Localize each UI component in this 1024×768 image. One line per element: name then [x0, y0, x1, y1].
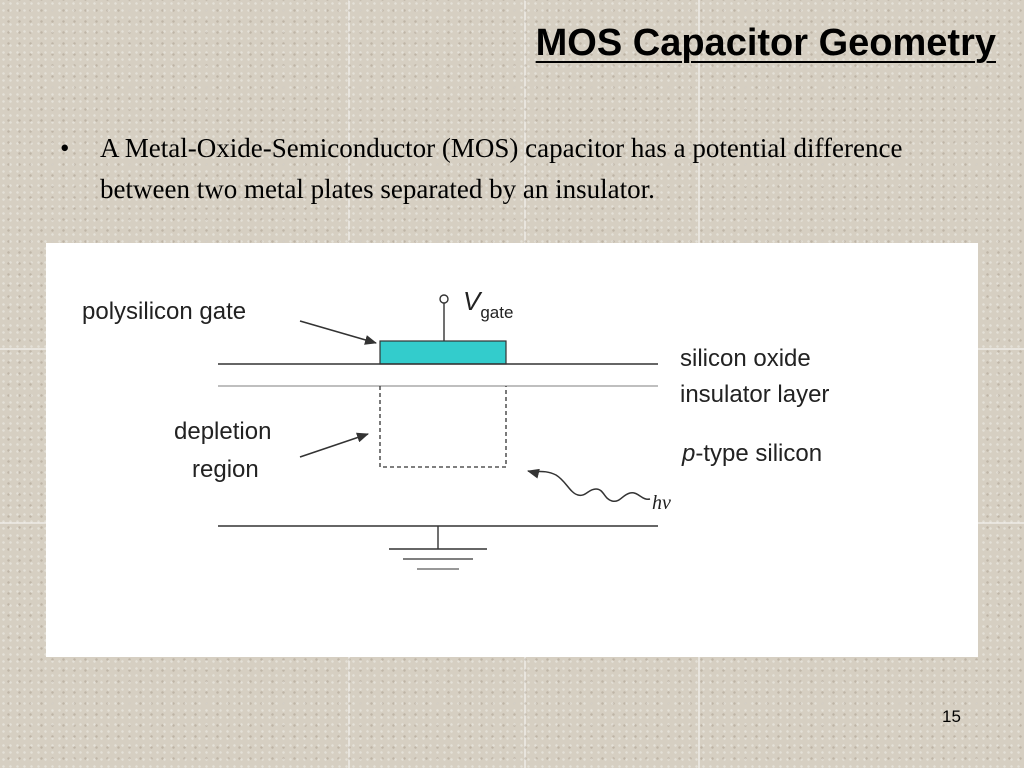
photon-arrow: [527, 468, 651, 503]
silicon-label: p-type silicon: [681, 440, 822, 467]
bullet-text: A Metal-Oxide-Semiconductor (MOS) capaci…: [100, 133, 903, 204]
oxide-label-line2: insulator layer: [680, 381, 829, 408]
slide-title: MOS Capacitor Geometry: [535, 22, 996, 64]
gate-arrow: [299, 320, 377, 345]
oxide-label-line1: silicon oxide: [680, 345, 811, 372]
mos-diagram-panel: polysilicon gate depletion region Vgate …: [46, 243, 978, 657]
gate-terminal-icon: [439, 294, 449, 304]
page-number: 15: [942, 707, 961, 726]
mos-diagram: polysilicon gate depletion region Vgate …: [82, 286, 829, 570]
silicon-label-rest: -type silicon: [695, 440, 822, 467]
bullet-item: • A Metal-Oxide-Semiconductor (MOS) capa…: [60, 128, 960, 210]
depletion-label-line1: depletion: [174, 418, 271, 445]
depletion-label-line2: region: [192, 456, 259, 483]
vgate-label: Vgate: [463, 286, 513, 322]
ground-icon: [389, 526, 487, 570]
vgate-symbol: V: [463, 286, 483, 316]
vgate-subscript: gate: [480, 303, 513, 322]
depletion-arrow: [299, 432, 369, 458]
gate-label: polysilicon gate: [82, 298, 246, 325]
photon-label: hν: [652, 492, 671, 514]
depletion-region: [379, 386, 507, 468]
bullet-dot-icon: •: [60, 133, 70, 163]
silicon-label-p: p: [681, 440, 695, 467]
polysilicon-gate: [379, 340, 507, 365]
